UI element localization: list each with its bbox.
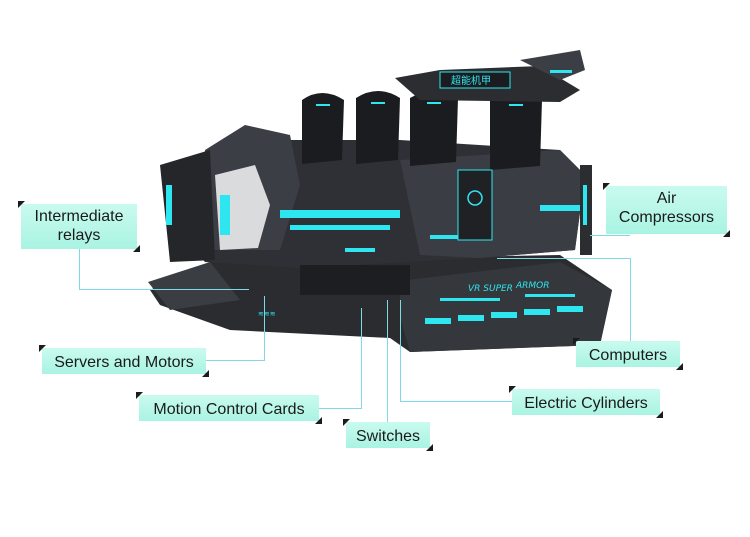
- side-accent: [280, 210, 400, 218]
- seat-accents: [316, 102, 523, 106]
- callout-text: Switches: [355, 428, 421, 445]
- front-accent: [220, 195, 230, 235]
- roof-badge-text: 超能机甲: [451, 74, 491, 87]
- roof-strip: [550, 70, 572, 73]
- base-strip: [458, 315, 484, 321]
- base-text-right: ARMOR: [515, 281, 550, 291]
- leader-cards-h: [318, 408, 362, 409]
- callout-motion-control-cards: Motion Control Cards: [136, 392, 322, 424]
- base-strip: [440, 298, 500, 301]
- base-left-foot: [148, 262, 240, 310]
- leader-servers-v: [264, 296, 265, 361]
- callout-text: Servers and Motors: [54, 354, 194, 371]
- leader-computers-h: [497, 258, 631, 259]
- base-strip: [557, 306, 583, 312]
- leader-switches-v: [387, 300, 388, 422]
- callout-switches: Switches: [343, 419, 433, 451]
- console-emblem: [467, 190, 483, 206]
- side-accent: [430, 235, 470, 239]
- side-accent: [290, 225, 390, 230]
- leader-cylinders-h: [400, 401, 512, 402]
- leader-cards-v: [361, 308, 362, 409]
- seat: [356, 91, 400, 164]
- roof-badge-frame: [439, 71, 511, 89]
- seat: [410, 91, 458, 166]
- right-post-accent: [583, 185, 587, 225]
- base-logo: ≋≋≋: [258, 310, 276, 318]
- actuator-block: [300, 265, 410, 295]
- leader-servers-h: [205, 360, 265, 361]
- base-strip: [491, 312, 517, 318]
- actuator-block: [360, 295, 400, 325]
- seat: [302, 93, 344, 164]
- callout-text: Computers: [588, 347, 668, 364]
- left-pylon: [160, 150, 215, 262]
- callout-text: Electric Cylinders: [524, 395, 648, 412]
- pylon-accent: [166, 185, 172, 225]
- leader-air-h: [590, 235, 630, 236]
- base-front: [390, 262, 612, 352]
- base-strip: [524, 309, 550, 315]
- side-accent: [540, 205, 580, 211]
- side-accent: [345, 248, 375, 252]
- leader-relays-v: [79, 248, 80, 290]
- base-text-left: VR SUPER: [468, 284, 513, 294]
- seat: [490, 93, 542, 170]
- base-strip: [425, 318, 451, 324]
- leader-cylinders-v: [400, 300, 401, 402]
- callout-servers-and-motors: Servers and Motors: [39, 345, 209, 377]
- base-strip: [525, 294, 575, 297]
- seats: [302, 91, 542, 170]
- callout-electric-cylinders: Electric Cylinders: [509, 386, 663, 418]
- callout-text: Motion Control Cards: [153, 401, 305, 418]
- leader-relays-h: [79, 289, 249, 290]
- callout-computers: Computers: [573, 338, 683, 370]
- leader-computers-v: [630, 258, 631, 342]
